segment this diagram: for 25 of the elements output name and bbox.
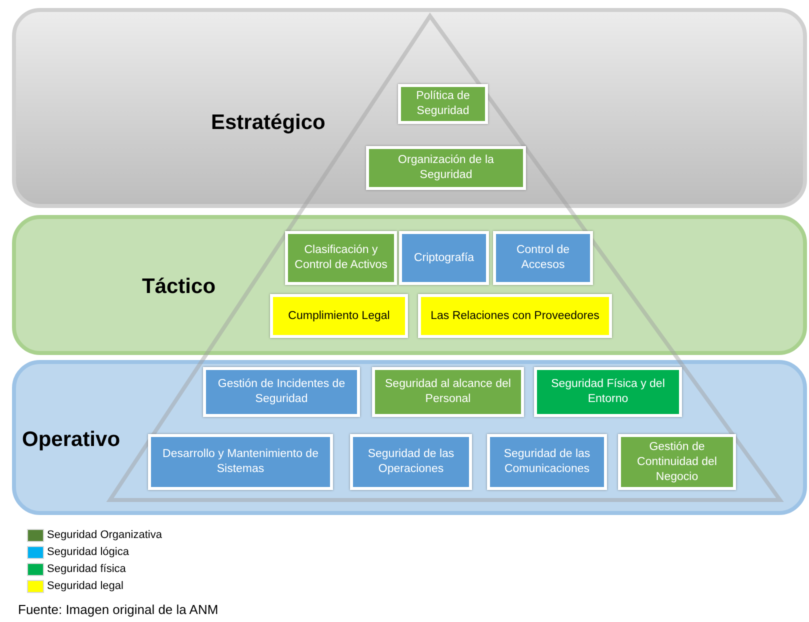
legend-label: Seguridad legal — [47, 579, 124, 593]
control-box: Seguridad al alcance del Personal — [372, 367, 524, 417]
caption: Fuente: Imagen original de la ANM — [18, 601, 218, 619]
level-band — [12, 8, 807, 208]
control-box: Gestión de Incidentes de Seguridad — [203, 367, 360, 417]
control-box: Seguridad de las Operaciones — [350, 434, 472, 490]
level-title: Estratégico — [211, 110, 326, 136]
control-box: Las Relaciones con Proveedores — [418, 294, 612, 338]
control-box: Control de Accesos — [493, 231, 593, 285]
control-box: Desarrollo y Mantenimiento de Sistemas — [148, 434, 333, 490]
control-box: Clasificación y Control de Activos — [285, 231, 397, 285]
legend-label: Seguridad lógica — [47, 545, 129, 559]
control-box: Política de Seguridad — [398, 84, 488, 124]
control-box: Seguridad Física y del Entorno — [534, 367, 682, 417]
control-box: Organización de la Seguridad — [366, 146, 526, 190]
control-box: Seguridad de las Comunicaciones — [487, 434, 607, 490]
control-box: Criptografía — [399, 231, 489, 285]
level-title: Táctico — [142, 274, 216, 300]
control-box: Cumplimiento Legal — [270, 294, 408, 338]
legend-label: Seguridad física — [47, 562, 126, 576]
control-box: Gestión de Continuidad del Negocio — [618, 434, 736, 490]
level-band — [12, 360, 807, 515]
legend-label: Seguridad Organizativa — [47, 528, 162, 542]
level-title: Operativo — [22, 427, 120, 453]
level-band — [12, 215, 807, 355]
